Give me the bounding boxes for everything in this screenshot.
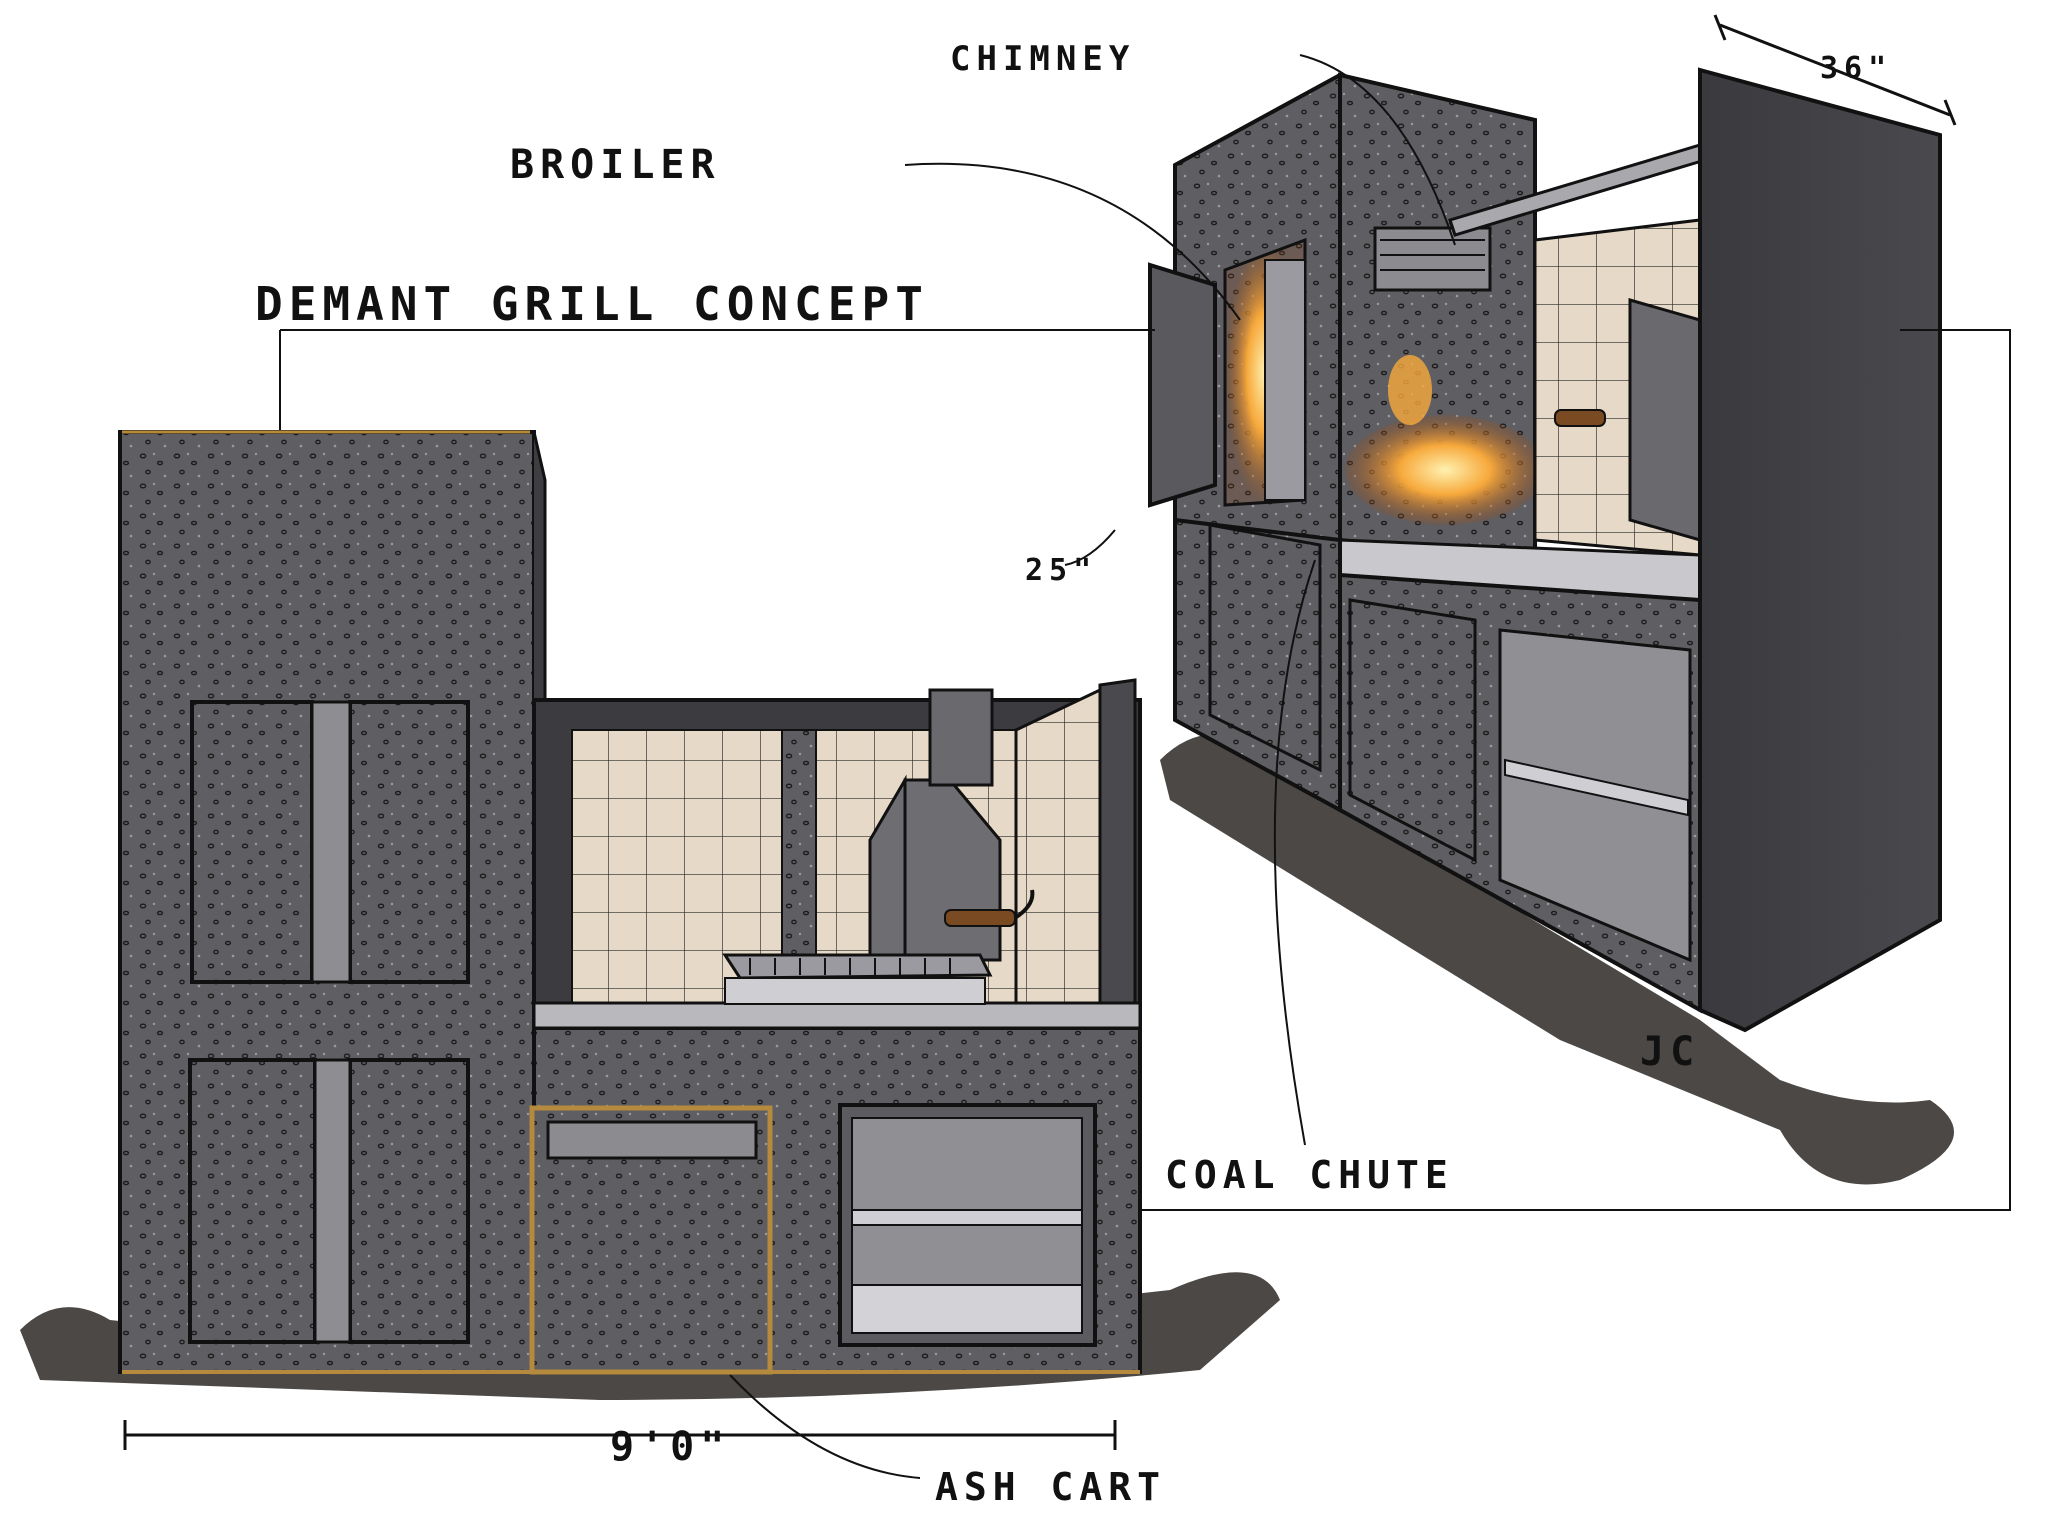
broiler-door	[1148, 262, 1217, 508]
tower-upper-right-panel	[348, 700, 470, 984]
annotations	[123, 14, 2011, 1479]
broiler-door-dimension-label: 25"	[1025, 553, 1097, 588]
artist-signature: JC	[1640, 1029, 1700, 1075]
ash-cart-label: ASH CART	[935, 1465, 1166, 1509]
tower-upper-left-panel	[190, 700, 314, 984]
broiler-label: BROILER	[510, 142, 721, 188]
ground-shadow-perspective	[1160, 734, 1954, 1185]
chimney-label: CHIMNEY	[950, 39, 1135, 79]
depth-dimension-label: 36"	[1820, 51, 1892, 86]
chimney-vent	[1373, 226, 1492, 292]
coal-chute-label: COAL CHUTE	[1165, 1153, 1454, 1197]
front-elevation	[20, 430, 1280, 1400]
side-panel	[1698, 67, 1942, 1033]
grill-grate	[722, 953, 993, 980]
perspective-view	[1148, 67, 1954, 1185]
counter-top	[532, 1001, 1142, 1030]
tower-lower-left-panel	[188, 1058, 317, 1344]
width-dimension-line	[123, 1420, 1117, 1450]
tower-lower-right-panel	[348, 1058, 470, 1344]
depth-dimension-line	[1713, 14, 1957, 126]
tile-side-wall	[1014, 687, 1102, 1022]
wood-handle	[944, 909, 1016, 927]
diagram-title: DEMANT GRILL CONCEPT	[255, 277, 929, 331]
firebox-flames	[1345, 415, 1545, 525]
wood-handle-perspective	[1554, 409, 1606, 427]
width-dimension-label: 9'0"	[610, 1424, 730, 1470]
coal-chute-door	[1348, 598, 1477, 863]
